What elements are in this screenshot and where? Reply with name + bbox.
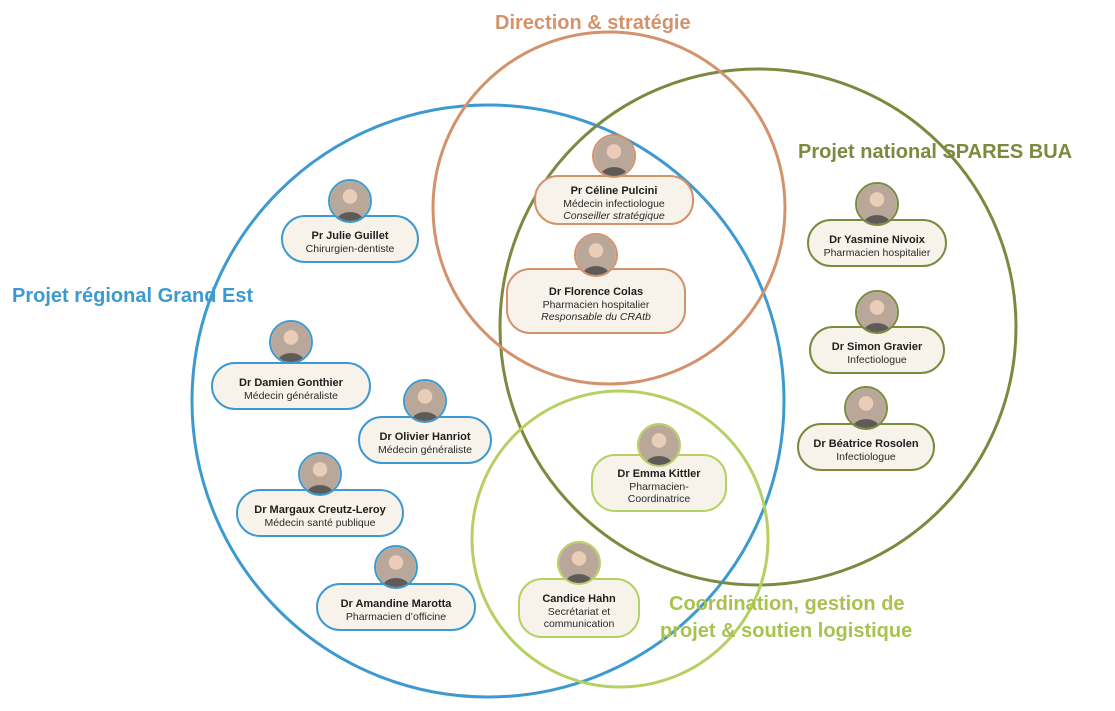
person-name: Dr Florence Colas (548, 285, 644, 298)
person-name: Dr Damien Gonthier (239, 376, 343, 389)
avatar-icon (637, 423, 681, 467)
coordination-title-line1: Coordination, gestion de (669, 593, 905, 615)
avatar-icon (855, 290, 899, 334)
person-name: Pr Céline Pulcini (570, 184, 658, 197)
avatar-icon (557, 541, 601, 585)
avatar-icon (328, 179, 372, 223)
person-role-secondary: Conseiller stratégique (563, 209, 665, 222)
avatar-icon (855, 182, 899, 226)
coordination-circle (470, 389, 770, 689)
direction-title: Direction & stratégie (495, 12, 691, 34)
person-name: Pr Julie Guillet (311, 229, 389, 242)
avatar-icon (374, 545, 418, 589)
avatar-icon (269, 320, 313, 364)
person-name: Dr Amandine Marotta (340, 597, 452, 610)
regional-circle (190, 103, 786, 699)
national-circle (498, 67, 1018, 587)
person-name: Dr Margaux Creutz-Leroy (254, 503, 386, 516)
person-role: Médecin généraliste (244, 389, 338, 402)
person-role: Pharmacien hospitalier (823, 246, 931, 259)
person-role: Infectiologue (836, 450, 896, 463)
person-name: Dr Yasmine Nivoix (829, 233, 925, 246)
avatar-icon (592, 134, 636, 178)
person-role: Infectiologue (847, 353, 907, 366)
person-role: Pharmacien- (629, 480, 689, 493)
person-role: Médecin généraliste (378, 443, 472, 456)
person-name: Dr Emma Kittler (617, 467, 701, 480)
national-title: Projet national SPARES BUA (798, 141, 1073, 163)
person-name: Dr Simon Gravier (831, 340, 923, 353)
avatar-icon (844, 386, 888, 430)
person-role: Secrétariat et (547, 605, 611, 618)
person-role: Médecin santé publique (264, 516, 376, 529)
avatar-icon (298, 452, 342, 496)
person-name: Dr Béatrice Rosolen (813, 437, 919, 450)
person-role: Chirurgien-dentiste (305, 242, 395, 255)
person-role: Pharmacien d’officine (345, 610, 447, 623)
person-role: Médecin infectiologue (563, 197, 665, 210)
person-role: Pharmacien hospitalier (542, 298, 650, 311)
person-name: Dr Olivier Hanriot (379, 430, 471, 443)
person-role-secondary: Responsable du CRAtb (541, 310, 651, 323)
person-role-secondary: Coordinatrice (627, 492, 691, 505)
regional-title: Projet régional Grand Est (12, 285, 254, 307)
person-name: Candice Hahn (542, 592, 616, 605)
direction-circle (431, 30, 787, 386)
person-role-secondary: communication (543, 617, 615, 630)
avatar-icon (403, 379, 447, 423)
avatar-icon (574, 233, 618, 277)
coordination-title-line2: projet & soutien logistique (660, 620, 913, 642)
